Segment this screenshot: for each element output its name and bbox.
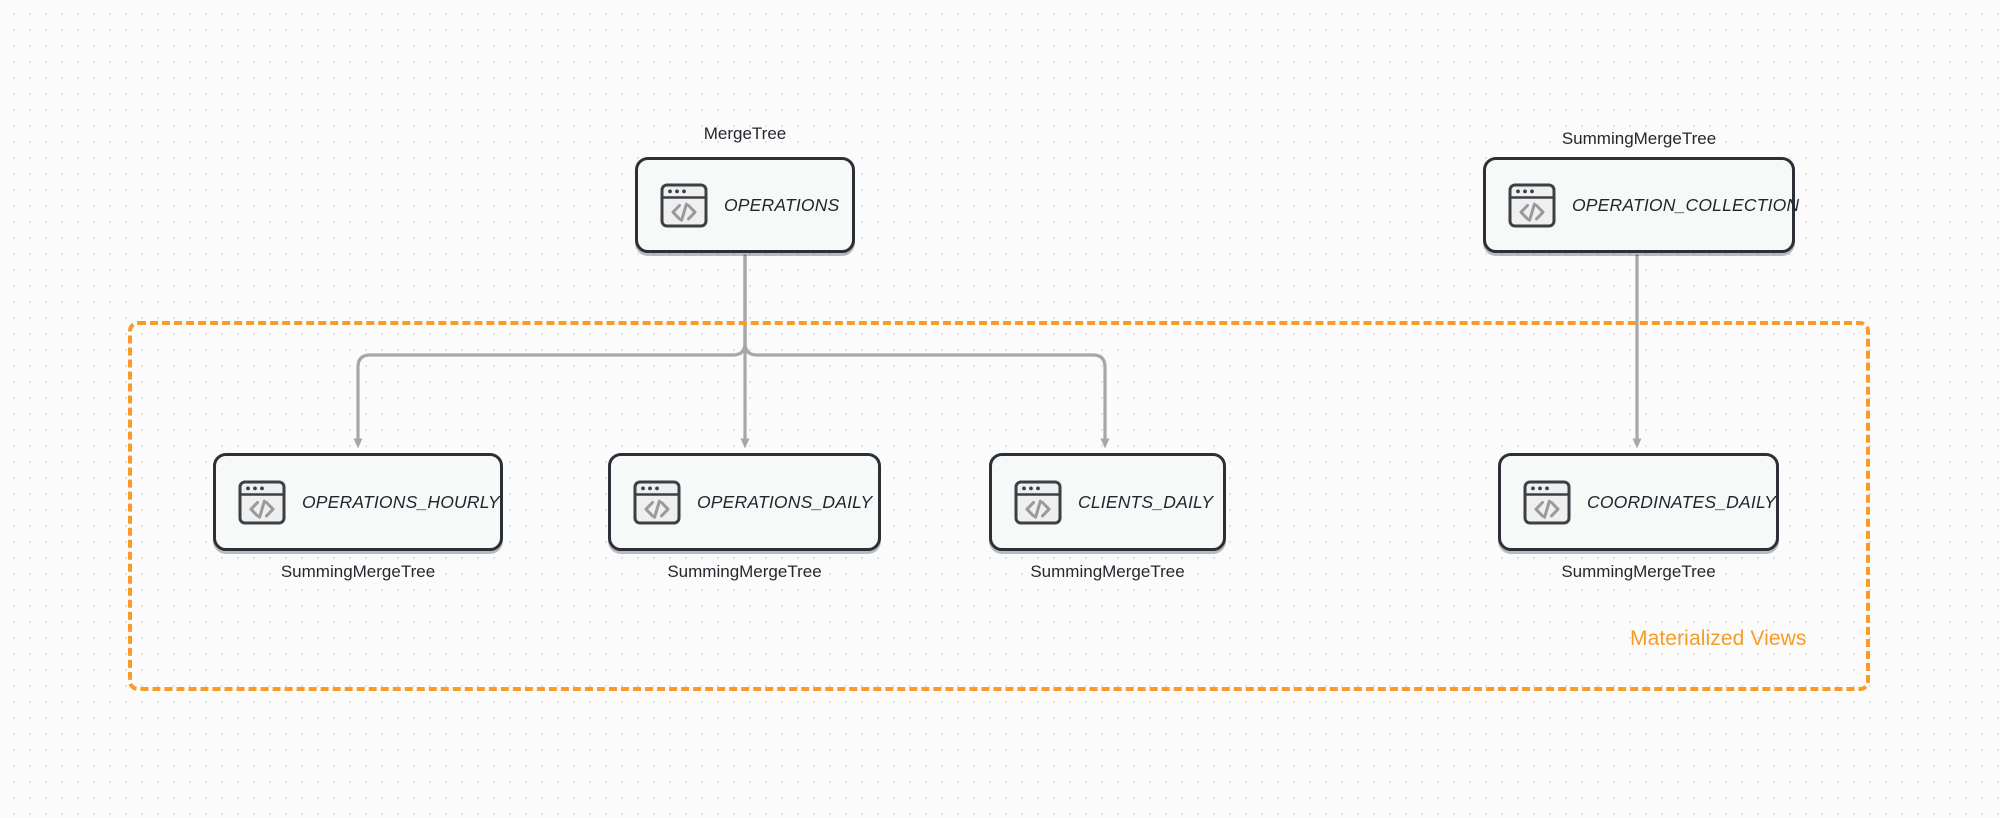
node-label-operations: OPERATIONS xyxy=(724,194,840,215)
node-label-coordinates-daily: COORDINATES_DAILY xyxy=(1587,491,1777,512)
node-operation-collection[interactable]: OPERATION_COLLECTION xyxy=(1483,157,1799,253)
code-window-icon xyxy=(1523,480,1571,525)
node-label-operation-collection: OPERATION_COLLECTION xyxy=(1572,194,1800,215)
node-caption-operation-collection: SummingMergeTree xyxy=(1561,129,1717,148)
node-label-operations-hourly: OPERATIONS_HOURLY xyxy=(302,491,500,512)
node-label-clients-daily: CLIENTS_DAILY xyxy=(1078,491,1214,512)
node-caption-coordinates-daily: SummingMergeTree xyxy=(1561,562,1716,581)
node-caption-operations: MergeTree xyxy=(703,124,787,143)
node-operations-hourly[interactable]: OPERATIONS_HOURLY xyxy=(213,453,503,551)
materialized-views-group-label: Materialized Views xyxy=(1630,627,1807,650)
node-caption-operations-daily: SummingMergeTree xyxy=(667,562,822,581)
code-window-icon xyxy=(1508,183,1556,228)
code-window-icon xyxy=(660,183,708,228)
node-coordinates-daily[interactable]: COORDINATES_DAILY xyxy=(1498,453,1779,551)
node-caption-clients-daily: SummingMergeTree xyxy=(1030,562,1185,581)
code-window-icon xyxy=(238,480,286,525)
node-operations[interactable]: OPERATIONS xyxy=(635,157,855,253)
node-clients-daily[interactable]: CLIENTS_DAILY xyxy=(989,453,1226,551)
materialized-views-group xyxy=(128,321,1870,691)
node-label-operations-daily: OPERATIONS_DAILY xyxy=(697,491,873,512)
node-caption-operations-hourly: SummingMergeTree xyxy=(280,562,436,581)
node-operations-daily[interactable]: OPERATIONS_DAILY xyxy=(608,453,881,551)
code-window-icon xyxy=(633,480,681,525)
code-window-icon xyxy=(1014,480,1062,525)
